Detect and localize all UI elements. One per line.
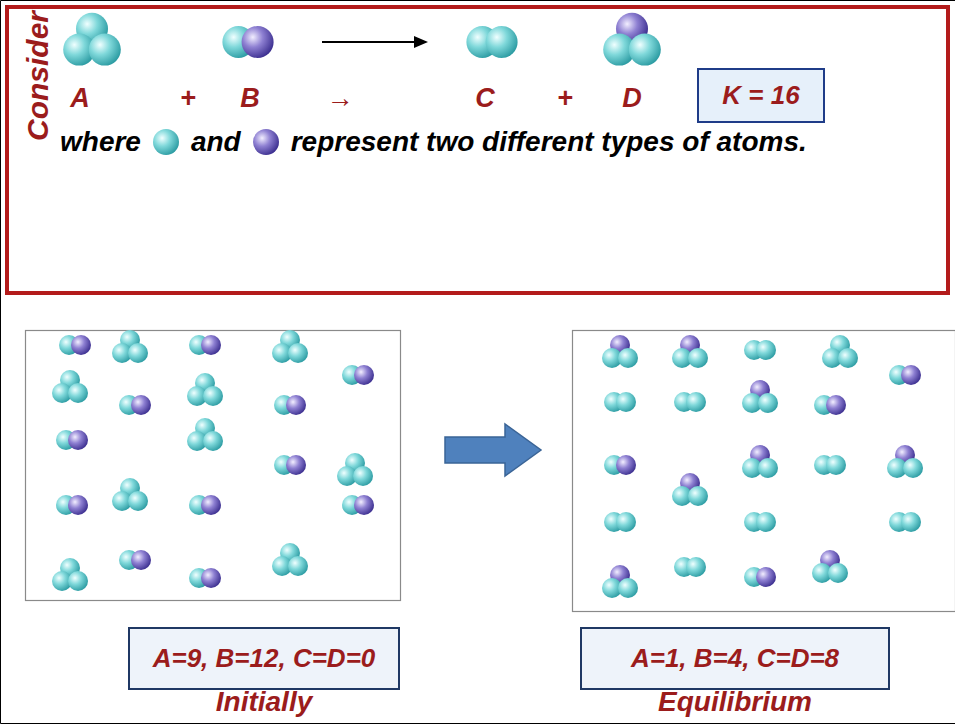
description-text: where <box>60 126 141 157</box>
count-text: A=1, B=4, C=D=8 <box>631 643 839 674</box>
constant-box: K = 16 <box>697 68 825 123</box>
equilibrium-panel <box>573 331 955 612</box>
purple-atom <box>251 127 281 157</box>
side-heading: Consider <box>21 11 55 141</box>
block-arrow <box>445 424 541 476</box>
equilibrium-molecules <box>602 335 923 598</box>
description-text: and <box>191 126 241 157</box>
problem-box: K = 16 ConsiderA + B → C + Dwhere and represent t… <box>5 5 950 295</box>
count-text: A=9, B=12, C=D=0 <box>153 643 376 674</box>
reaction-molecules <box>63 13 661 66</box>
description: where and represent two different types of… <box>22 122 882 162</box>
initial-panel <box>26 331 401 601</box>
description-text: represent two different types of atoms. <box>291 126 807 157</box>
reaction-arrow-text: → <box>327 83 354 114</box>
constant-text: K = 16 <box>722 80 799 111</box>
stage-caption: Initially <box>216 686 312 718</box>
cyan-atom <box>151 127 181 157</box>
species-label: C <box>475 83 495 114</box>
count-box: A=1, B=4, C=D=8Equilibrium <box>580 627 890 690</box>
count-box: A=9, B=12, C=D=0Initially <box>128 627 400 690</box>
plus-sign: + <box>180 83 196 114</box>
stage-caption: Equilibrium <box>658 686 812 718</box>
plus-sign: + <box>557 83 573 114</box>
species-label: B <box>240 83 260 114</box>
initial-molecules <box>52 330 374 591</box>
species-label: D <box>622 83 642 114</box>
species-label: A <box>70 83 90 114</box>
reaction-arrow <box>322 36 428 48</box>
